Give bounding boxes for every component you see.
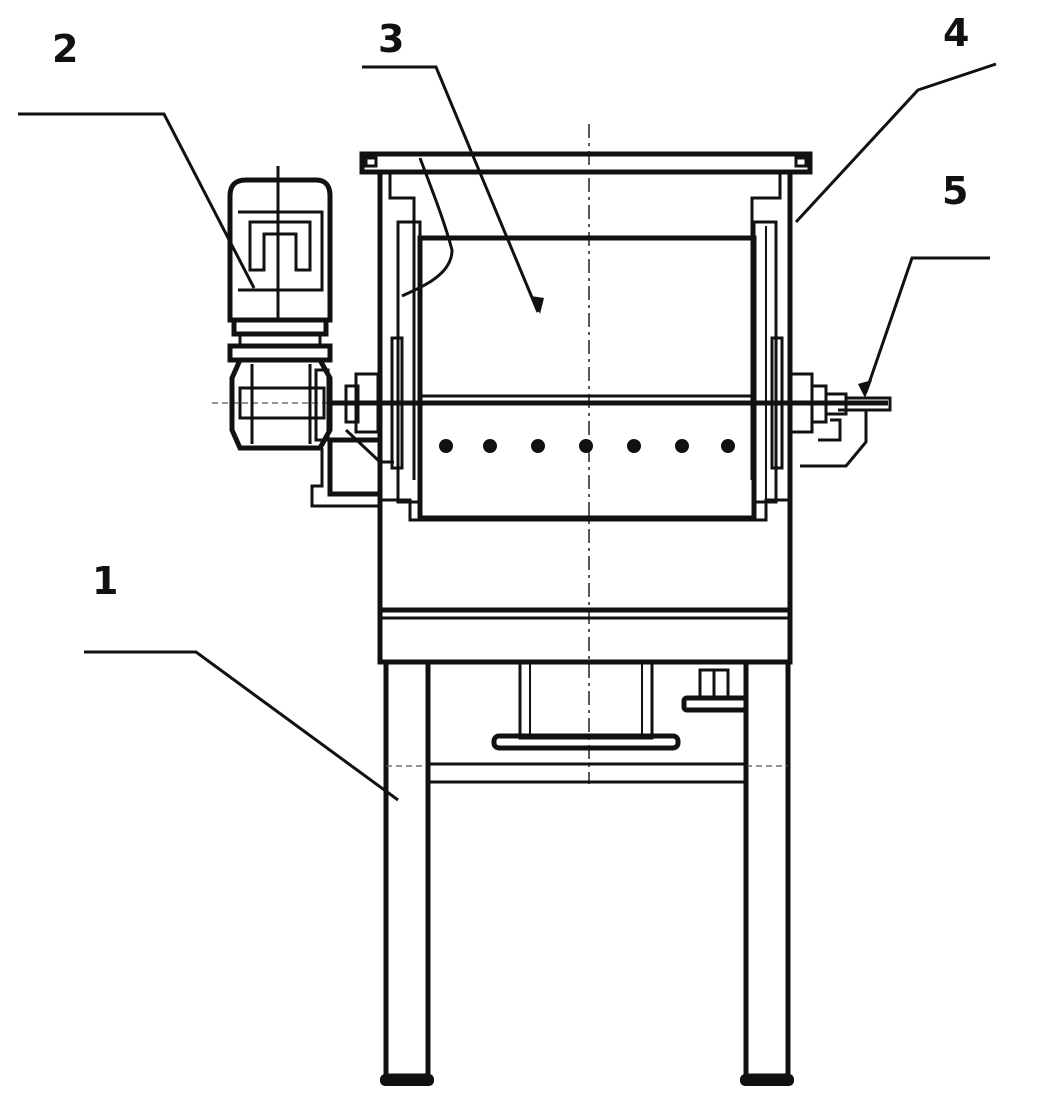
housing (359, 151, 813, 665)
label-3: 3 (378, 17, 404, 61)
motor (227, 166, 383, 508)
label-2: 2 (52, 27, 78, 71)
label-4: 4 (943, 11, 969, 55)
leader-line-3 (362, 65, 544, 314)
label-5: 5 (942, 169, 968, 213)
leader-line-2 (18, 112, 256, 289)
stand (380, 659, 794, 1086)
label-1: 1 (92, 559, 118, 603)
leader-line-5 (858, 256, 990, 398)
leader-line-4 (794, 62, 997, 224)
drum (390, 157, 784, 521)
leader-line-1 (84, 650, 399, 802)
